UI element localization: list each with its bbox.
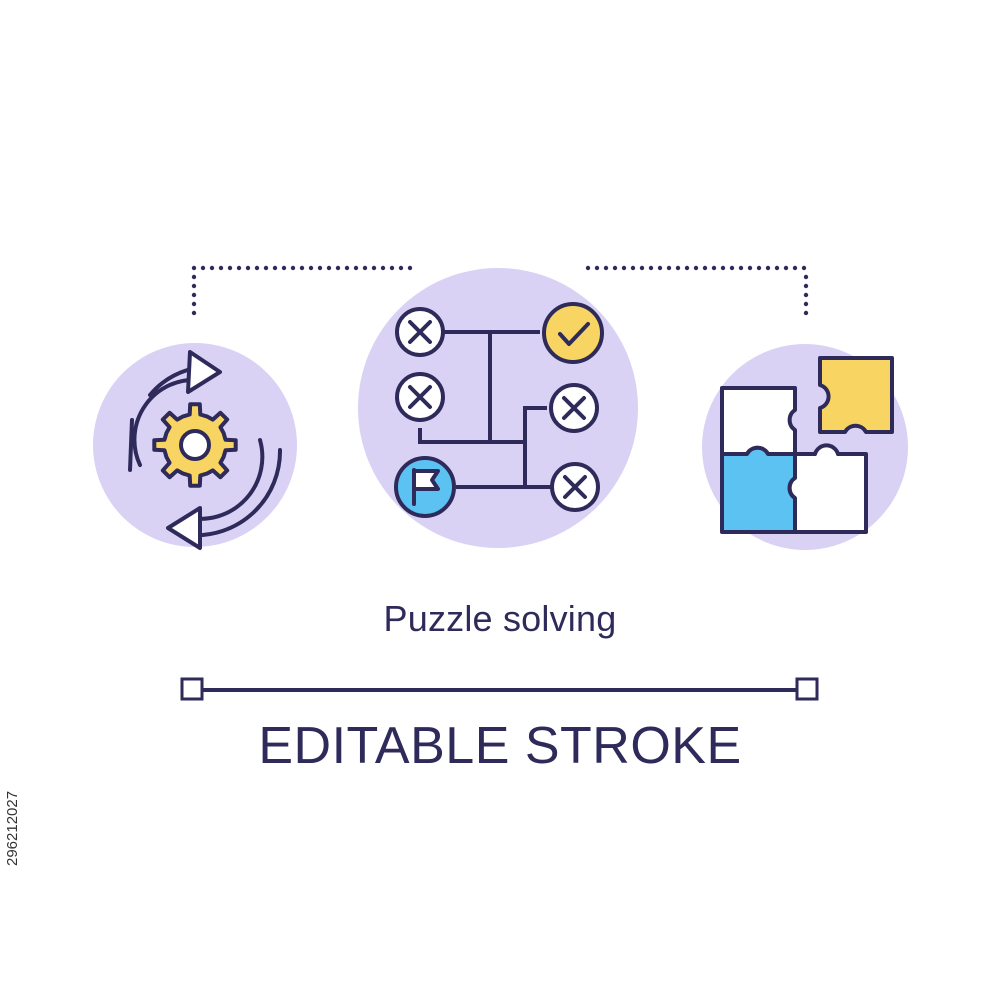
connector-dot bbox=[326, 265, 332, 271]
connector-dot bbox=[648, 265, 654, 271]
connector-dot bbox=[639, 265, 645, 271]
connector-dot bbox=[317, 265, 323, 271]
connector-dot bbox=[371, 265, 377, 271]
connector-dot bbox=[191, 310, 197, 316]
connector-dot bbox=[191, 274, 197, 280]
connector-dot bbox=[209, 265, 215, 271]
check-mark-icon bbox=[542, 302, 604, 364]
gear-icon bbox=[152, 402, 238, 488]
refresh-arrows-icon bbox=[128, 350, 283, 550]
connector-dot bbox=[803, 292, 809, 298]
connector-dot bbox=[290, 265, 296, 271]
connector-dot bbox=[711, 265, 717, 271]
connector-dot bbox=[407, 265, 413, 271]
connector-dot bbox=[720, 265, 726, 271]
connector-dot bbox=[675, 265, 681, 271]
connector-dot bbox=[191, 301, 197, 307]
connector-dot bbox=[299, 265, 305, 271]
connector-dot bbox=[702, 265, 708, 271]
connector-dot bbox=[612, 265, 618, 271]
flag-icon bbox=[394, 456, 456, 518]
connector-dot bbox=[803, 283, 809, 289]
connector-dot bbox=[765, 265, 771, 271]
connector-dot bbox=[353, 265, 359, 271]
editable-stroke-line bbox=[180, 677, 819, 701]
x-mark-icon bbox=[395, 307, 445, 357]
x-mark-icon bbox=[549, 383, 599, 433]
connector-dot bbox=[380, 265, 386, 271]
connector-dot bbox=[191, 283, 197, 289]
connector-dot bbox=[756, 265, 762, 271]
connector-dot bbox=[774, 265, 780, 271]
connector-dot bbox=[801, 265, 807, 271]
connector-dot bbox=[191, 292, 197, 298]
connector-dot bbox=[729, 265, 735, 271]
connector-dot bbox=[389, 265, 395, 271]
connector-dot bbox=[236, 265, 242, 271]
connector-dot bbox=[362, 265, 368, 271]
connector-dot bbox=[783, 265, 789, 271]
connector-dot bbox=[666, 265, 672, 271]
maze-paths bbox=[418, 330, 552, 489]
connector-dot bbox=[621, 265, 627, 271]
connector-dot bbox=[191, 265, 197, 271]
puzzle-piece-white-bottom bbox=[787, 443, 868, 534]
x-mark-icon bbox=[550, 462, 600, 512]
stroke-handle-left bbox=[180, 677, 204, 701]
connector-dot bbox=[272, 265, 278, 271]
connector-dot bbox=[218, 265, 224, 271]
connector-dot bbox=[263, 265, 269, 271]
gear-refresh-icon bbox=[93, 343, 297, 550]
connector-dot bbox=[227, 265, 233, 271]
connector-dot bbox=[335, 265, 341, 271]
connector-dot bbox=[693, 265, 699, 271]
connector-dot bbox=[803, 301, 809, 307]
connector-dot bbox=[308, 265, 314, 271]
stroke-handle-right bbox=[795, 677, 819, 701]
decision-maze-icon bbox=[358, 268, 638, 548]
connector-dot bbox=[657, 265, 663, 271]
connector-dot bbox=[594, 265, 600, 271]
connector-dot bbox=[803, 274, 809, 280]
connector-dot bbox=[630, 265, 636, 271]
puzzle-piece-white-top bbox=[720, 386, 797, 456]
connector-dot bbox=[684, 265, 690, 271]
connector-dot bbox=[792, 265, 798, 271]
puzzle-pieces-icon bbox=[702, 344, 908, 550]
connector-dot bbox=[254, 265, 260, 271]
connector-dot bbox=[738, 265, 744, 271]
connector-dot bbox=[200, 265, 206, 271]
connector-dot bbox=[747, 265, 753, 271]
dotted-connector bbox=[191, 265, 809, 316]
puzzle-piece-yellow bbox=[818, 356, 894, 434]
connector-dot bbox=[344, 265, 350, 271]
connector-dot bbox=[585, 265, 591, 271]
connector-dot bbox=[281, 265, 287, 271]
connector-dot bbox=[603, 265, 609, 271]
puzzle-piece-blue bbox=[720, 445, 797, 534]
connector-dot bbox=[803, 310, 809, 316]
x-mark-icon bbox=[395, 372, 445, 422]
connector-dot bbox=[398, 265, 404, 271]
editable-stroke-label: EDITABLE STROKE bbox=[258, 717, 742, 775]
connector-dot bbox=[245, 265, 251, 271]
illustration-caption: Puzzle solving bbox=[383, 598, 617, 639]
